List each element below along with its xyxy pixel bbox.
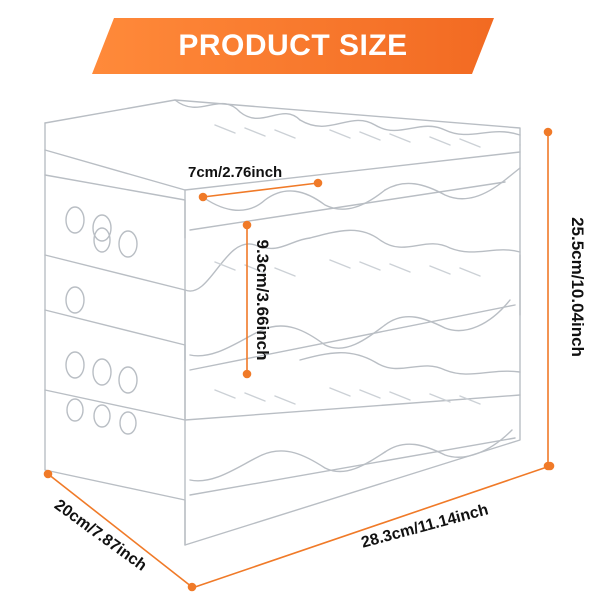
total-height-label: 25.5cm/10.04inch — [568, 217, 587, 357]
tier-1 — [44, 99, 521, 239]
rack-top-front-edge — [44, 149, 521, 191]
depth-measure-line — [47, 473, 193, 588]
length-measure-line — [194, 465, 551, 588]
measurement-lines — [43, 127, 555, 592]
side-holes — [65, 206, 138, 435]
tier-3 — [44, 309, 521, 496]
banner-shape — [92, 18, 494, 74]
bottle-width-label: 7cm/2.76inch — [188, 164, 283, 181]
bottle-width-measure-line — [202, 182, 319, 198]
shelf-height-label: 9.3cm/3.66inch — [253, 239, 272, 361]
shelf-ribs — [214, 124, 481, 405]
product-size-banner: PRODUCT SIZE — [92, 18, 494, 74]
rack-top-back-edge — [44, 99, 521, 146]
rack-outline — [44, 122, 521, 546]
banner-title: PRODUCT SIZE — [178, 29, 408, 62]
tier-2 — [44, 229, 521, 371]
